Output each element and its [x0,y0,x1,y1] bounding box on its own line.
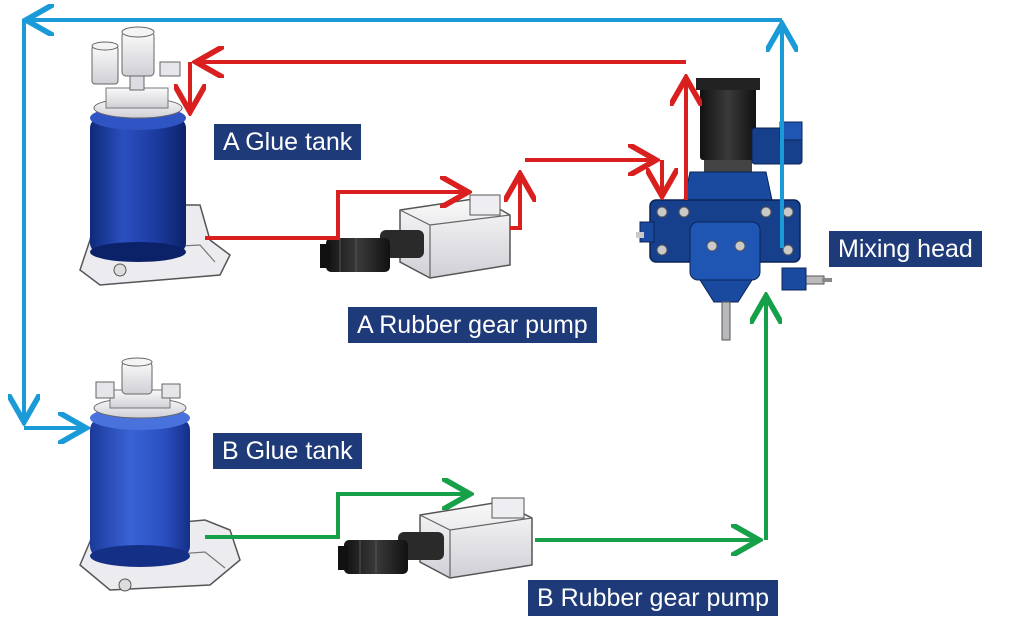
a-rubber-gear-pump-illustration [320,194,511,279]
mixing-head-illustration [636,78,832,341]
a-rubber-gear-pump-label: A Rubber gear pump [348,307,597,343]
mixing-head-label: Mixing head [829,231,982,267]
b-glue-tank-illustration [79,357,241,592]
b-component-flow-line [205,300,766,540]
a-tank-to-pump-arrow [205,192,464,240]
return-flow-line [24,20,782,428]
b-glue-tank-label: B Glue tank [213,433,362,469]
b-rubber-gear-pump-illustration [338,497,533,579]
a-pump-up-arrow [510,178,520,230]
a-glue-tank-illustration [79,26,231,286]
a-component-flow-line [190,62,686,240]
a-glue-tank-label: A Glue tank [214,124,362,160]
b-tank-to-pump-arrow [205,494,466,539]
b-rubber-gear-pump-label: B Rubber gear pump [528,580,779,616]
